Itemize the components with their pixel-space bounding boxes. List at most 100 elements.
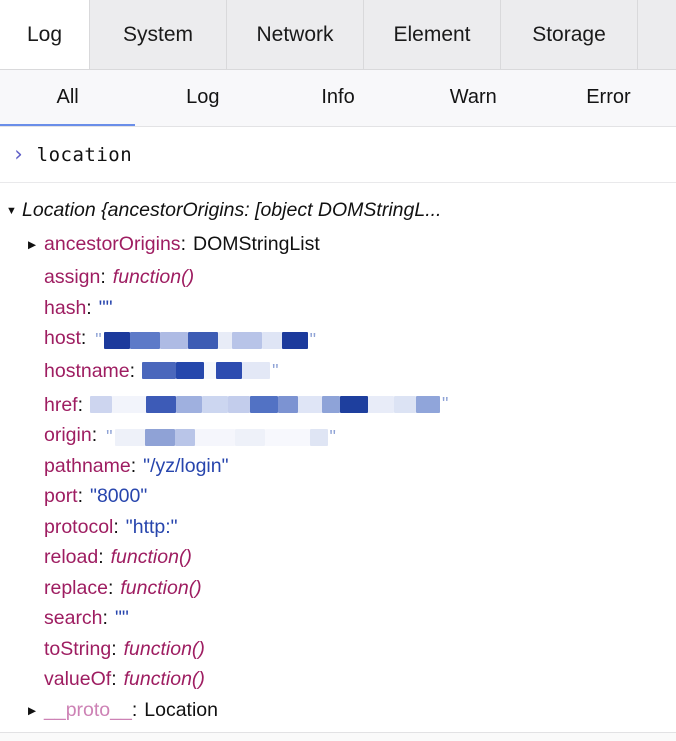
pixelation-block — [90, 395, 113, 413]
property-value: Location — [144, 698, 218, 721]
quote-mark: " — [272, 360, 279, 381]
property-name: href — [44, 393, 78, 416]
pixelation-block — [416, 395, 441, 413]
pixelation-block — [322, 395, 341, 413]
property-colon: : — [98, 546, 104, 568]
property-name: port — [44, 485, 78, 507]
property-colon: : — [102, 607, 108, 629]
object-header[interactable]: ▼ Location {ancestorOrigins: [object DOM… — [6, 195, 668, 229]
property-colon: : — [77, 485, 84, 507]
property-row-port: port:"8000" — [6, 481, 668, 512]
tab-bar-overflow — [638, 0, 676, 69]
pixelation-block — [368, 395, 395, 413]
property-name: pathname — [44, 454, 131, 477]
property-name: hostname — [44, 360, 130, 383]
pixelation-block — [217, 331, 232, 349]
caret-right-icon[interactable]: ▶ — [28, 704, 37, 717]
pixelation-block — [281, 331, 308, 349]
property-colon: : — [131, 698, 138, 721]
prompt-chevron-icon: › — [12, 142, 25, 166]
console-command-row[interactable]: › location — [0, 127, 676, 183]
property-name: search — [44, 607, 103, 629]
property-value: "http:" — [125, 515, 178, 538]
property-colon: : — [77, 393, 84, 416]
pixelation-block — [194, 428, 235, 446]
pixelation-block — [340, 395, 369, 413]
pixelation-block — [250, 395, 279, 413]
property-row-href: href: " — [6, 387, 668, 420]
object-preview-text: Location {ancestorOrigins: [object DOMSt… — [22, 199, 442, 221]
property-name: origin — [44, 424, 92, 446]
property-row-toString: toString: function() — [6, 634, 668, 665]
pixelation-block — [204, 362, 217, 380]
pixelation-block — [261, 331, 282, 349]
property-value: function() — [123, 637, 205, 660]
tab-element[interactable]: Element — [364, 0, 501, 69]
property-colon: : — [111, 637, 117, 660]
property-name: reload — [44, 546, 99, 568]
quote-mark: " — [442, 393, 449, 414]
pixelation-block — [176, 395, 203, 413]
property-value: function() — [123, 668, 205, 690]
property-row-assign: assign:function() — [6, 262, 668, 293]
property-row-hash: hash:"" — [6, 293, 668, 324]
pixelation-block — [394, 395, 417, 413]
property-value: "" — [114, 607, 129, 629]
property-value: function() — [120, 576, 202, 599]
property-value: "" — [98, 296, 113, 319]
property-name: __proto__ — [44, 698, 132, 721]
log-filter-bar: All Log Info Warn Error — [0, 70, 676, 127]
pixelation-block — [187, 331, 218, 349]
property-value: "/yz/login" — [143, 454, 229, 477]
property-row-host: host:"" — [6, 323, 668, 354]
pixelation-block — [264, 428, 310, 446]
bottom-divider — [0, 732, 676, 741]
filter-tab-info[interactable]: Info — [321, 85, 355, 108]
filter-tab-error[interactable]: Error — [586, 85, 631, 108]
filter-tab-log[interactable]: Log — [186, 85, 220, 108]
redacted-value: "" — [104, 422, 338, 453]
property-colon: : — [180, 232, 186, 255]
property-colon: : — [129, 360, 136, 383]
property-name: toString — [44, 637, 112, 660]
property-colon: : — [107, 576, 114, 599]
log-output-area: ▼ Location {ancestorOrigins: [object DOM… — [0, 183, 676, 728]
pixelation-block — [228, 395, 251, 413]
property-colon: : — [130, 454, 137, 477]
pixelation-block — [176, 362, 205, 380]
property-row-valueOf: valueOf:function() — [6, 664, 668, 695]
property-row-reload: reload:function() — [6, 542, 668, 573]
property-row-protocol: protocol:"http:" — [6, 512, 668, 543]
pixelation-block — [278, 395, 299, 413]
pixelation-block — [129, 331, 160, 349]
property-row-ancestorOrigins[interactable]: ▶ancestorOrigins:DOMStringList — [6, 229, 668, 263]
pixelation-block — [142, 362, 177, 380]
redacted-value: " — [90, 389, 450, 420]
caret-down-icon[interactable]: ▼ — [6, 205, 17, 217]
quote-mark: " — [95, 330, 102, 350]
pixelation-block — [144, 428, 175, 446]
property-row-hostname: hostname: " — [6, 354, 668, 387]
filter-tab-warn[interactable]: Warn — [449, 85, 497, 108]
tab-system[interactable]: System — [90, 0, 227, 69]
caret-right-icon[interactable]: ▶ — [28, 238, 37, 251]
property-colon: : — [86, 296, 92, 319]
property-name: assign — [44, 266, 101, 288]
pixelation-block — [202, 395, 229, 413]
property-value: DOMStringList — [192, 232, 320, 255]
pixelation-block — [112, 395, 147, 413]
filter-tab-all[interactable]: All — [0, 70, 136, 126]
property-value: function() — [112, 266, 195, 288]
property-colon: : — [113, 515, 119, 538]
pixelation-block — [146, 395, 177, 413]
property-row-proto[interactable]: ▶ __proto__: Location — [6, 695, 668, 729]
pixelation-block — [309, 428, 328, 446]
tab-network[interactable]: Network — [227, 0, 364, 69]
pixelation-block — [242, 362, 271, 380]
pixelation-block — [103, 331, 130, 349]
tab-storage[interactable]: Storage — [501, 0, 638, 69]
tab-log[interactable]: Log — [0, 0, 90, 69]
property-row-replace: replace:function() — [6, 573, 668, 604]
redacted-value: "" — [93, 325, 318, 356]
